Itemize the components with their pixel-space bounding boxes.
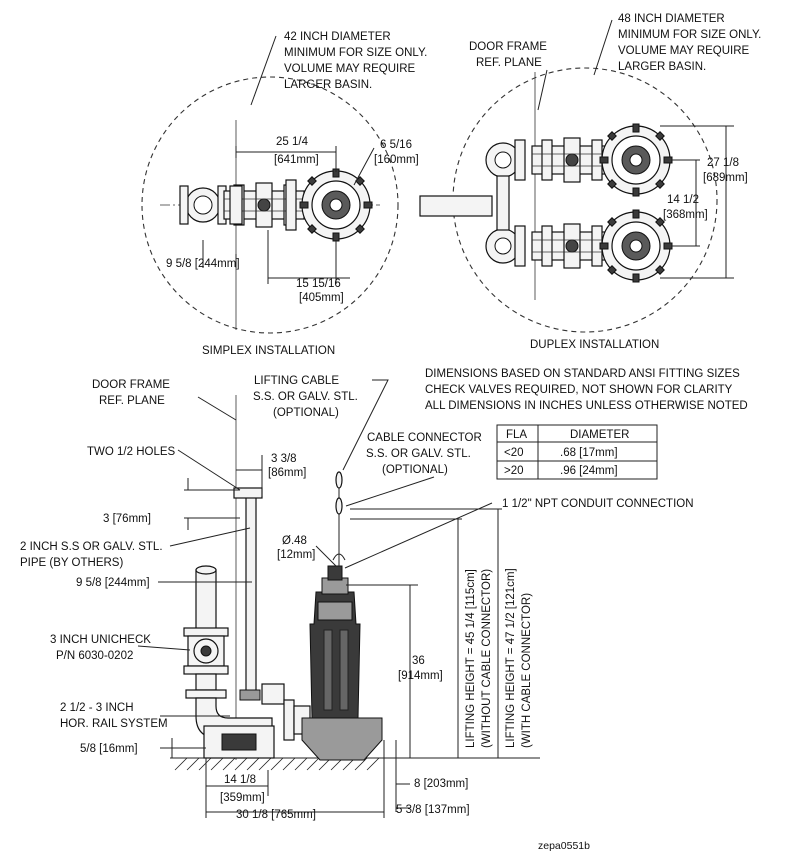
simplex-dim-center-mm: [405mm] [299,292,344,304]
dim-36: 36 [412,655,425,667]
duplex-rail-ends [485,139,526,267]
rail-system-label: 2 1/2 - 3 INCH HOR. RAIL SYSTEM [60,702,168,730]
cable-table-cell: >20 [504,465,524,477]
dim-30-1-8: 30 1/8 [765mm] [236,809,316,821]
unicheck-valve [183,627,229,699]
simplex-dim-offset: 6 5/16 [380,139,412,151]
dim-048-mm: [12mm] [277,549,315,561]
simplex-dim-center: 15 15/16 [296,278,341,290]
svg-text:(WITHOUT CABLE CONNECTOR): (WITHOUT CABLE CONNECTOR) [481,569,493,748]
cable-connector-label: CABLE CONNECTOR S.S. OR GALV. STL. (OPTI… [366,432,485,476]
dim-048: Ø.48 [282,535,307,547]
two-holes-label: TWO 1/2 HOLES [87,446,176,458]
duplex-dim-height: 27 1/8 [707,157,739,169]
duplex-dim-spacing: 14 1/2 [667,194,699,206]
svg-text:LIFTING HEIGHT = 45 1/4 [115cm: LIFTING HEIGHT = 45 1/4 [115cm] [465,569,477,748]
cable-table-header-diameter: DIAMETER [570,429,629,441]
general-notes: DIMENSIONS BASED ON STANDARD ANSI FITTIN… [425,368,748,412]
duplex-dim-spacing-mm: [368mm] [663,209,708,221]
cable-table-cell: <20 [504,447,524,459]
dim-9-5-8: 9 5/8 [244mm] [76,577,150,589]
simplex-installation: 25 1/4 [641mm] 6 5/16 [160mm] 9 5/8 [244… [141,31,431,357]
dim-3-3-8: 3 3/8 [271,453,297,465]
duplex-basin-note: 48 INCH DIAMETER MINIMUM FOR SIZE ONLY. … [618,13,765,73]
dim-5-8: 5/8 [16mm] [80,743,138,755]
simplex-basin-note: 42 INCH DIAMETER MINIMUM FOR SIZE ONLY. … [284,31,431,91]
dim-3-3-8-mm: [86mm] [268,467,306,479]
simplex-caption: SIMPLEX INSTALLATION [202,345,335,357]
rail-base-plate [221,733,257,751]
dim-8: 8 [203mm] [414,778,468,790]
cable-connector [335,497,343,515]
pipe-by-others-label: 2 INCH S.S OR GALV. STL. PIPE (BY OTHERS… [20,541,166,569]
simplex-basin-outline [141,76,399,334]
drawing-id: zepa0551b [538,840,590,852]
simplex-discharge-valves [223,179,305,231]
duplex-installation: DOOR FRAME REF. PLANE 27 1/8 [689mm] [419,13,765,351]
cable-table-cell: .96 [24mm] [560,465,618,477]
lifting-height-with: LIFTING HEIGHT = 47 1/2 [121cm] (WITH CA… [505,568,533,748]
conduit-label: 1 1/2" NPT CONDUIT CONNECTION [502,498,694,510]
lifting-cable-label: LIFTING CABLE S.S. OR GALV. STL. (OPTION… [253,375,361,419]
simplex-dim-left: 9 5/8 [244mm] [166,258,240,270]
rail-guide-shoe [261,683,285,705]
dim-5-3-8: 5 3/8 [137mm] [396,804,470,816]
svg-text:LIFTING HEIGHT = 47 1/2 [121cm: LIFTING HEIGHT = 47 1/2 [121cm] [505,568,517,748]
duplex-caption: DUPLEX INSTALLATION [530,339,659,351]
duplex-door-frame-label: DOOR FRAME REF. PLANE [469,41,550,69]
side-door-frame-label: DOOR FRAME REF. PLANE [92,379,173,407]
dim-3-inch: 3 [76mm] [103,513,151,525]
dim-36-mm: [914mm] [398,670,443,682]
dim-14-1-8: 14 1/8 [224,774,256,786]
simplex-rail-end [179,185,227,225]
cable-table: FLA DIAMETER <20 .68 [17mm] >20 .96 [24m… [496,424,658,480]
unicheck-label: 3 INCH UNICHECK P/N 6030-0202 [50,634,154,662]
svg-text:(WITH CABLE CONNECTOR): (WITH CABLE CONNECTOR) [521,593,533,748]
simplex-dim-width-mm: [641mm] [274,154,319,166]
dim-14-1-8-mm: [359mm] [220,792,265,804]
simplex-dim-width: 25 1/4 [276,136,309,148]
duplex-dim-height-mm: [689mm] [703,172,748,184]
cable-table-cell: .68 [17mm] [560,447,618,459]
duplex-pump-top-views [599,123,673,283]
lifting-height-without: LIFTING HEIGHT = 45 1/4 [115cm] (WITHOUT… [465,569,493,748]
pump-body [283,565,383,761]
discharge-pipe [195,569,217,631]
duplex-inlet-pipe [419,195,493,217]
simplex-dim-offset-mm: [160mm] [374,154,419,166]
simplex-pump-top-view [299,168,373,242]
guide-pipe [245,495,257,697]
side-view-installation: 36 [914mm] LIFTING HEIGHT = 45 1/4 [115c… [20,375,694,821]
cable-shackle [335,471,343,489]
cable-table-header-fla: FLA [506,429,527,441]
